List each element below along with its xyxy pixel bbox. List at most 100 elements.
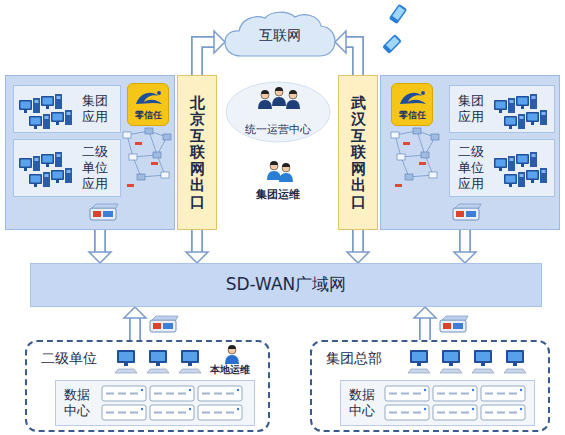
arrow-fill <box>346 42 358 75</box>
tower <box>530 94 537 109</box>
arrow-head <box>347 252 369 263</box>
rack-server <box>385 386 429 401</box>
firewall-blue <box>103 211 113 217</box>
monitor <box>41 154 54 164</box>
rack-slot <box>497 393 505 395</box>
tower-front <box>35 158 39 161</box>
pc-monitor <box>181 350 199 363</box>
node-label: SD-WAN广域网 <box>31 274 541 295</box>
rack-slot <box>485 412 493 414</box>
phone-body <box>382 34 402 54</box>
topology-device <box>123 132 131 138</box>
rack-slot <box>154 412 162 414</box>
rack-server <box>481 405 525 420</box>
node-label: 北京互联网出口 <box>190 95 205 211</box>
person-hair <box>289 90 297 94</box>
block-arrow <box>347 230 369 263</box>
pc-screen <box>412 352 426 361</box>
firewall-blue <box>453 323 463 329</box>
monitor-stand <box>499 110 502 113</box>
arrow-outline <box>197 42 214 75</box>
arrow-head <box>414 307 436 318</box>
rack-slot <box>461 393 469 395</box>
tower <box>55 94 62 109</box>
arrow-outline <box>459 230 471 252</box>
node-label: 武汉互联网出口 <box>351 95 366 211</box>
tower <box>530 152 537 167</box>
monitor-stand <box>521 106 524 109</box>
monitor-screen <box>518 98 528 105</box>
person-head <box>261 91 269 99</box>
tower-front <box>532 96 536 99</box>
person-body <box>272 97 286 106</box>
topology-link <box>425 155 433 175</box>
tower-front <box>57 154 61 157</box>
node-label: 二级单位应用 <box>82 144 111 193</box>
person-body <box>225 355 239 364</box>
firewall-top <box>92 204 118 208</box>
person-head <box>275 88 283 96</box>
rack-led <box>424 408 426 410</box>
topology-link <box>133 157 141 177</box>
topology-link <box>401 157 409 177</box>
monitor-screen <box>21 160 31 167</box>
tower-front <box>67 170 71 173</box>
rack-slot <box>509 393 517 395</box>
ops-center-cloud <box>226 82 330 142</box>
monitor-stand <box>24 110 27 113</box>
block-arrow <box>414 307 436 340</box>
monitor-screen <box>31 118 41 125</box>
topology-mark <box>403 142 410 145</box>
app-panel: 集团应用二级单位应用零信任 <box>5 75 175 230</box>
tower <box>55 152 62 167</box>
monitor <box>51 112 64 122</box>
pc-monitor <box>442 350 460 363</box>
rack-slot <box>413 393 421 395</box>
pc-screen <box>119 352 133 361</box>
monitor-stand <box>509 126 512 129</box>
node-label: 集团应用 <box>458 93 487 126</box>
rack-slot <box>166 412 174 414</box>
block-arrow <box>335 31 358 75</box>
person-body <box>279 173 293 182</box>
pc-monitor <box>506 350 524 363</box>
topology-link <box>395 135 401 157</box>
topology-device <box>161 172 169 178</box>
pc-stand <box>124 363 128 366</box>
cloud-shape <box>225 12 335 56</box>
node-label: 集团总部 <box>326 350 382 368</box>
tower <box>518 172 525 187</box>
tower-front <box>45 174 49 177</box>
monitor-screen <box>528 172 538 179</box>
person-head <box>270 162 278 170</box>
monitor-screen <box>506 176 516 183</box>
app-logo-dot <box>157 91 161 95</box>
pc-keyboard <box>115 369 137 373</box>
pc-screen <box>151 352 165 361</box>
rack-slot <box>401 393 409 395</box>
block-arrow <box>124 307 146 340</box>
tower <box>43 114 50 129</box>
rack-led <box>424 389 426 391</box>
tower <box>65 168 72 183</box>
arrow-fill <box>96 230 105 252</box>
site-group: 数据中心二级单位 <box>25 340 270 432</box>
pc-keyboard <box>440 369 462 373</box>
person-hair <box>282 163 290 167</box>
rack-slot <box>449 393 457 395</box>
monitor-stand <box>531 122 534 125</box>
topology-mark <box>135 142 142 145</box>
topology-device <box>405 174 413 180</box>
node-label: 互联网 <box>225 27 335 45</box>
monitor-stand <box>509 184 512 187</box>
rack-led <box>141 389 143 391</box>
rack-server <box>198 386 242 401</box>
pc-keyboard <box>147 369 169 373</box>
rack-led <box>472 408 474 410</box>
arrow-fill <box>193 230 202 252</box>
topology-device <box>153 152 161 158</box>
topology-link <box>133 155 157 157</box>
monitor <box>29 174 42 184</box>
rack-server <box>433 405 477 420</box>
topology-link <box>127 135 133 157</box>
